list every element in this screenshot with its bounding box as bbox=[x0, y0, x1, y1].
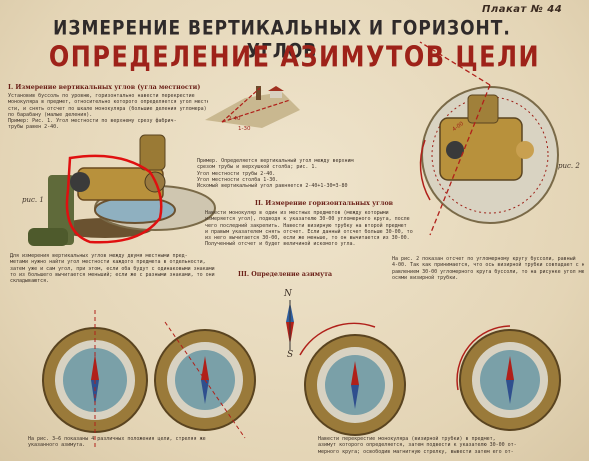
section2-text2: На рис. 2 показан отсчет по угломерному … bbox=[392, 256, 584, 281]
poster-title-line2: ОПРЕДЕЛЕНИЕ АЗИМУТОВ ЦЕЛИ bbox=[48, 40, 541, 74]
readout-1-30: 1-30 bbox=[238, 126, 251, 132]
section3-right-text: Навести перекрестие монокуляра (визирной… bbox=[318, 436, 517, 455]
section1-title: I. Измерение вертикальных углов (угла ме… bbox=[8, 84, 201, 91]
section3-caption: На рис. 3—6 показаны 4 различных положен… bbox=[28, 436, 206, 449]
plakat-number: Плакат № 44 bbox=[482, 4, 563, 15]
buss-fig2 bbox=[419, 41, 559, 236]
section1-bottom-text: Для измерения вертикальных углов между д… bbox=[10, 253, 215, 285]
section1-example: Пример. Определяется вертикальный угол м… bbox=[197, 158, 354, 190]
fig2-label: рис. 2 bbox=[558, 162, 580, 170]
north-south-arrow bbox=[286, 300, 294, 350]
compass-dials bbox=[42, 310, 561, 450]
buss-fig1 bbox=[28, 134, 216, 246]
section2-title: II. Измерение горизонтальных углов bbox=[255, 200, 394, 207]
section2-text: Навести монокуляр в один из местных пред… bbox=[205, 210, 413, 248]
section3-title: III. Определение азимута bbox=[238, 271, 333, 278]
section1-text: Установив буссоль по уровню, горизонталь… bbox=[8, 93, 208, 131]
landscape-sketch bbox=[205, 86, 300, 128]
south-letter: S bbox=[287, 350, 294, 360]
fig1-label: рис. 1 bbox=[22, 196, 44, 204]
poster-title-line1: ИЗМЕРЕНИЕ ВЕРТИКАЛЬНЫХ И ГОРИЗОНТ. УГЛОВ bbox=[53, 17, 511, 63]
readout-2-40: 2-40 bbox=[228, 116, 241, 122]
north-letter: N bbox=[284, 289, 292, 299]
